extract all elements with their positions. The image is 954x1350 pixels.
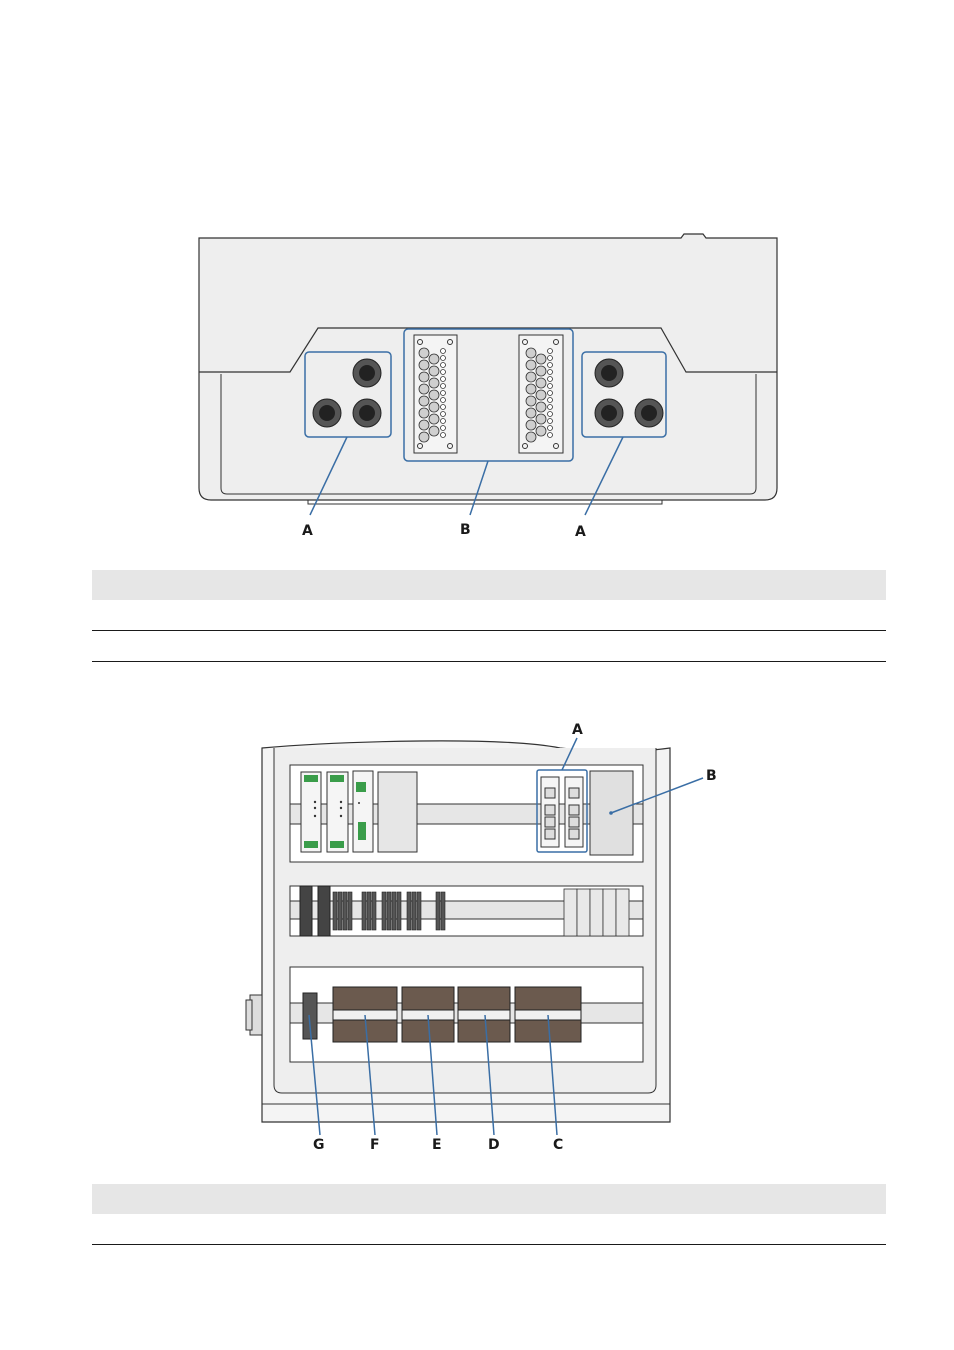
leader-line <box>427 1014 438 1136</box>
legend-table-bottom <box>92 1184 886 1245</box>
callout-label-d: D <box>488 1137 500 1153</box>
callout-label-a-right: A <box>575 524 586 540</box>
table-row <box>92 631 886 662</box>
table-header-row <box>92 1184 886 1214</box>
cable-gland-icon <box>352 398 382 428</box>
cable-gland-group-left <box>304 351 392 438</box>
callout-label-b: B <box>460 522 471 538</box>
leader-line <box>547 1014 558 1136</box>
leader-line <box>584 436 624 516</box>
cable-gland-icon <box>594 358 624 388</box>
network-switch <box>564 776 584 848</box>
leader-line <box>309 436 348 516</box>
leader-line <box>308 1014 321 1136</box>
terminal-strip-c <box>514 986 582 1043</box>
callout-label-a: A <box>572 722 583 738</box>
enclosure-bottom-view-figure: A B A <box>198 233 778 540</box>
end-terminal <box>302 992 318 1040</box>
callout-label-f: F <box>370 1137 380 1153</box>
callout-label-b: B <box>706 768 717 784</box>
callout-label-e: E <box>432 1137 442 1153</box>
callout-label-c: C <box>553 1137 563 1153</box>
base-strip <box>307 500 663 505</box>
feed-through-plate-group <box>403 328 574 462</box>
cable-gland-group-right <box>581 351 667 438</box>
power-supply-module <box>300 771 322 853</box>
power-supply-module <box>326 771 349 853</box>
bottom-plate-inner <box>220 374 757 495</box>
callout-label-a-left: A <box>302 523 313 539</box>
controller-module <box>352 770 374 853</box>
table-row <box>92 1214 886 1245</box>
circuit-breaker <box>299 885 331 937</box>
table-row <box>92 600 886 631</box>
terminal-strip-d <box>457 986 511 1043</box>
terminal-block-group <box>332 891 446 931</box>
enclosure-housing <box>198 233 778 501</box>
surge-protector-group <box>563 888 630 937</box>
blank-module <box>377 771 418 853</box>
leader-line <box>484 1014 495 1136</box>
legend-table-top <box>92 570 886 662</box>
leader-line <box>561 737 578 771</box>
cable-gland-icon <box>594 398 624 428</box>
leader-line <box>469 460 489 516</box>
callout-label-g: G <box>313 1137 325 1153</box>
bottom-plate <box>199 327 777 373</box>
side-cable-gland-base <box>245 999 253 1031</box>
table-header-row <box>92 570 886 600</box>
cabinet-interior-figure: A B G F E D C <box>245 722 717 1153</box>
feed-through-plate-right <box>518 334 564 454</box>
leader-line <box>364 1014 376 1136</box>
cable-gland-icon <box>312 398 342 428</box>
network-switch <box>540 776 560 848</box>
leader-line <box>610 777 704 814</box>
terminal-strip-e <box>401 986 455 1043</box>
cable-gland-icon <box>352 358 382 388</box>
feed-through-plate-left <box>413 334 458 454</box>
cable-gland-icon <box>634 398 664 428</box>
din-rail-middle <box>289 900 644 920</box>
terminal-strip-f <box>332 986 398 1043</box>
